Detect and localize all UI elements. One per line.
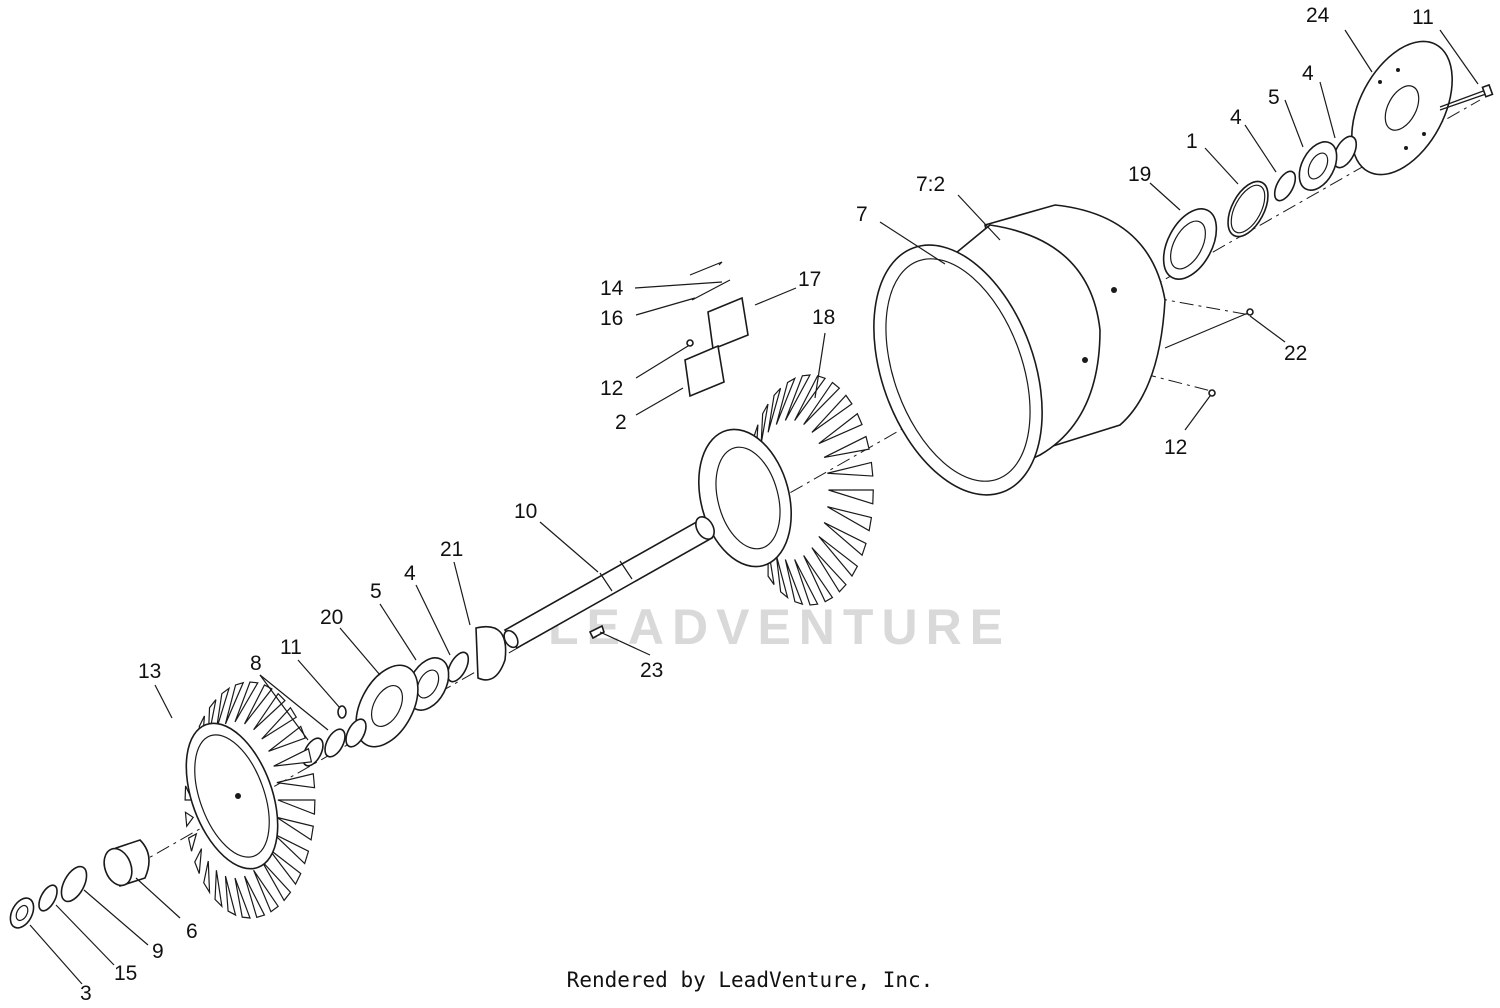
callout-4-bottom: 4	[404, 562, 416, 585]
leadventure-watermark: LEADVENTURE	[548, 599, 1012, 655]
impeller-blade	[273, 833, 310, 865]
callout-17: 17	[798, 268, 821, 291]
impeller-blade	[184, 811, 195, 828]
callout-7: 7	[856, 203, 868, 226]
callout-20: 20	[320, 606, 343, 629]
impeller-blade	[261, 706, 298, 740]
part-3-nut	[9, 897, 35, 929]
impeller-blade	[827, 506, 873, 532]
callout-11-bottom: 11	[280, 636, 302, 659]
callout-21: 21	[440, 538, 463, 561]
callout-6: 6	[186, 920, 198, 943]
impeller-blade	[823, 435, 870, 459]
callout-5-top: 5	[1268, 86, 1280, 109]
impeller-blade	[811, 394, 853, 433]
part-17-plate	[707, 296, 749, 351]
callout-1: 1	[1186, 130, 1198, 153]
part-10-shaft	[503, 516, 715, 650]
callout-labels: 24 11 4 5 1 4 19 7:2 7 17 14 16 18 12 2 …	[80, 4, 1434, 1005]
impeller-blade	[828, 489, 874, 505]
impeller-blade	[215, 686, 231, 730]
callout-16: 16	[600, 307, 623, 330]
part-7-fan-housing	[873, 204, 1166, 496]
impeller-blade	[214, 870, 223, 909]
impeller-blade	[203, 860, 211, 895]
impeller-blade	[767, 387, 782, 433]
callout-10: 10	[514, 500, 537, 523]
impeller-blade	[234, 877, 251, 919]
impeller-blade	[818, 535, 859, 578]
impeller-blade	[261, 860, 292, 902]
callout-3: 3	[80, 982, 92, 1005]
callout-22: 22	[1284, 342, 1307, 365]
rendered-by-footer: Rendered by LeadVenture, Inc.	[566, 968, 934, 992]
part-13-impeller	[184, 681, 316, 919]
part-19-seal	[1162, 208, 1218, 280]
callout-13: 13	[138, 660, 161, 683]
part-4-5-bearing-top	[1273, 135, 1358, 202]
impeller-blade	[803, 381, 841, 425]
impeller-blade	[818, 412, 863, 445]
impeller-blade	[194, 848, 203, 874]
part-11-bolt-top	[1439, 83, 1494, 111]
callout-4-top-right: 4	[1302, 62, 1314, 85]
callout-12-right: 12	[1164, 436, 1187, 459]
impeller-blade	[234, 681, 259, 723]
impeller-blade	[775, 376, 797, 425]
impeller-blade	[784, 559, 804, 606]
callout-15: 15	[114, 962, 137, 985]
impeller-blade	[784, 374, 812, 421]
impeller-blade	[803, 555, 834, 603]
impeller-blade	[253, 869, 279, 913]
impeller-blade	[794, 559, 819, 606]
part-14-16-wire	[689, 261, 731, 301]
part-9-washer	[60, 865, 88, 903]
part-11-bolt-bottom	[337, 705, 347, 719]
callout-7-2: 7:2	[916, 173, 945, 196]
callout-24: 24	[1306, 4, 1330, 27]
leader-lines	[29, 29, 1479, 985]
impeller-blade	[273, 747, 313, 767]
impeller-blade	[811, 547, 847, 593]
part-2-plate	[684, 344, 725, 398]
part-24-end-plate	[1351, 40, 1453, 176]
impeller-blade	[775, 555, 789, 600]
part-1-ring	[1227, 180, 1269, 238]
part-20-flange	[355, 664, 419, 748]
part-23-key	[588, 624, 605, 640]
part-12-fastener-right	[1208, 389, 1216, 397]
impeller-blade	[760, 403, 769, 444]
impeller-blade	[276, 772, 316, 789]
callout-9: 9	[152, 940, 164, 963]
part-15-washer	[38, 884, 58, 912]
impeller-blade	[276, 816, 314, 841]
impeller-blade	[827, 461, 874, 477]
callout-11-top: 11	[1412, 6, 1434, 29]
impeller-blade	[224, 681, 245, 725]
impeller-blade	[268, 848, 302, 886]
callout-2: 2	[615, 411, 627, 434]
impeller-blade	[224, 875, 237, 917]
callout-5-bottom: 5	[370, 580, 382, 603]
impeller-blade	[187, 832, 198, 852]
part-6-spacer	[103, 839, 150, 888]
impeller-blade	[253, 692, 286, 731]
part-22-pin	[1164, 308, 1254, 349]
part-21-retaining-ring	[475, 626, 507, 681]
impeller-blade	[823, 521, 867, 557]
callout-4-top-left: 4	[1230, 106, 1242, 129]
callout-23: 23	[640, 659, 663, 682]
impeller-blade	[794, 375, 827, 421]
callout-19: 19	[1128, 163, 1151, 186]
callout-14: 14	[600, 277, 624, 300]
part-18-impeller	[697, 374, 874, 606]
callout-12-left: 12	[600, 377, 623, 400]
impeller-blade	[243, 875, 266, 919]
callout-18: 18	[812, 306, 835, 329]
impeller-blade	[277, 799, 316, 815]
callout-8: 8	[250, 652, 262, 675]
part-12-fastener-left	[686, 339, 694, 347]
